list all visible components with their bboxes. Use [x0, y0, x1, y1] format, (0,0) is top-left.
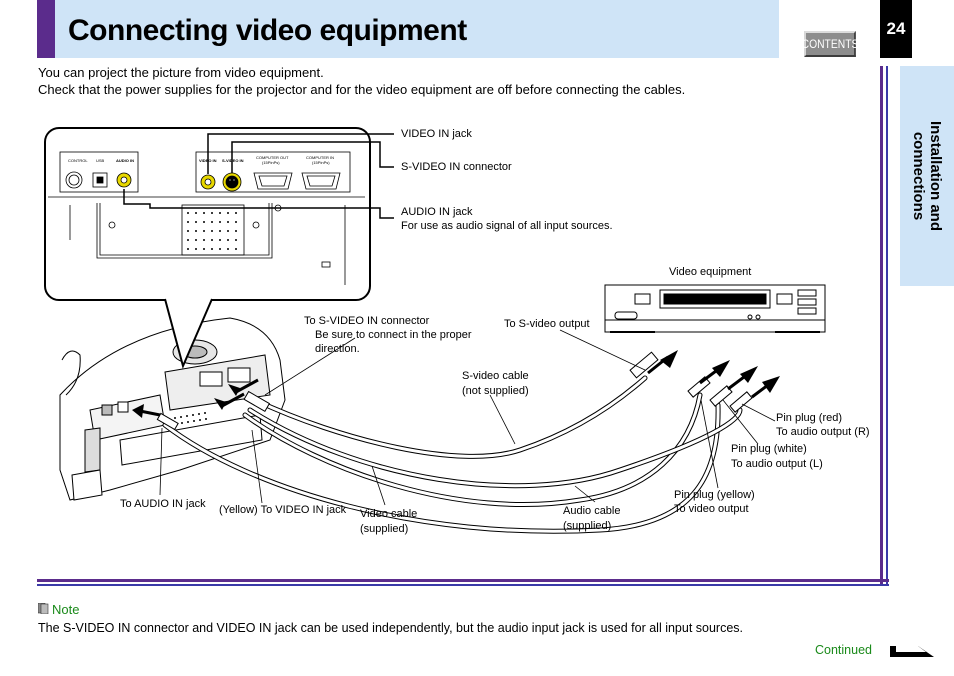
frame-vertical-line — [886, 66, 888, 586]
continued-arrow-icon[interactable] — [888, 643, 936, 659]
frame-vertical-line — [880, 66, 883, 586]
note-text: The S-VIDEO IN connector and VIDEO IN ja… — [38, 621, 744, 635]
intro-line-1: You can project the picture from video e… — [38, 65, 324, 80]
label-video-cable-2: (supplied) — [360, 523, 409, 535]
cable-plugs — [156, 351, 753, 431]
label-video-equipment: Video equipment — [669, 266, 752, 278]
note-icon — [38, 603, 49, 614]
rear-panel — [48, 151, 365, 285]
panel-label-usb: USB — [96, 158, 105, 163]
label-video-in-jack: VIDEO IN jack — [401, 128, 472, 140]
title-bar — [37, 0, 779, 58]
callout-lines — [123, 133, 394, 219]
label-s-video-in-connector: S-VIDEO IN connector — [401, 161, 512, 173]
label-yellow-to-video-in-jack: (Yellow) To VIDEO IN jack — [219, 504, 347, 516]
label-to-s-video-in-connector: To S-VIDEO IN connector — [304, 315, 430, 327]
cables — [162, 375, 743, 534]
label-pin-plug-white-1: Pin plug (white) — [731, 443, 807, 455]
panel-label-computer-out-sub: (15PinPs) — [262, 160, 280, 165]
intro-line-2: Check that the power supplies for the pr… — [38, 82, 686, 97]
label-video-cable-1: Video cable — [360, 508, 418, 520]
label-pin-plug-yellow-2: To video output — [674, 503, 749, 515]
side-tab-installation[interactable]: Installation and connections — [900, 66, 954, 286]
label-pin-plug-white-2: To audio output (L) — [731, 458, 823, 470]
label-pin-plug-red-2: To audio output (R) — [776, 426, 870, 438]
contents-button[interactable]: CONTENTS — [802, 31, 858, 57]
label-to-audio-in-jack: To AUDIO IN jack — [120, 498, 206, 510]
label-to-s-video-output: To S-video output — [504, 318, 590, 330]
page-title: Connecting video equipment — [68, 14, 467, 47]
label-proper-direction-1: Be sure to connect in the proper — [315, 329, 472, 341]
page-number: 24 — [880, 0, 912, 58]
panel-label-computer-in-sub: (15PinPs) — [312, 160, 330, 165]
note-title: Note — [52, 602, 80, 617]
label-s-video-cable-2: (not supplied) — [462, 385, 529, 397]
label-leader-lines — [159, 329, 776, 506]
label-audio-in-note: For use as audio signal of all input sou… — [401, 220, 613, 232]
projector-vents — [174, 412, 207, 425]
direction-arrows — [132, 350, 780, 418]
label-audio-cable-1: Audio cable — [563, 505, 621, 517]
panel-label-computer-out: COMPUTER OUT — [256, 155, 289, 160]
rear-panel-grille — [187, 212, 237, 250]
label-pin-plug-red-1: Pin plug (red) — [776, 412, 843, 424]
vcr-illustration — [604, 284, 826, 333]
label-pin-plug-yellow-1: Pin plug (yellow) — [674, 489, 755, 501]
panel-label-audio-in: AUDIO IN — [116, 158, 134, 163]
continued-link[interactable]: Continued — [815, 643, 872, 657]
panel-label-s-video-in: S-VIDEO IN — [222, 158, 244, 163]
frame-horizontal-line — [37, 584, 889, 586]
label-s-video-cable-1: S-video cable — [462, 370, 529, 382]
label-audio-cable-2: (supplied) — [563, 520, 612, 532]
title-accent-bar — [37, 0, 55, 58]
label-audio-in-jack: AUDIO IN jack — [401, 206, 473, 218]
panel-label-computer-in: COMPUTER IN — [306, 155, 334, 160]
label-proper-direction-2: direction. — [315, 343, 360, 355]
panel-label-control: CONTROL — [68, 158, 88, 163]
frame-horizontal-line — [37, 579, 889, 582]
